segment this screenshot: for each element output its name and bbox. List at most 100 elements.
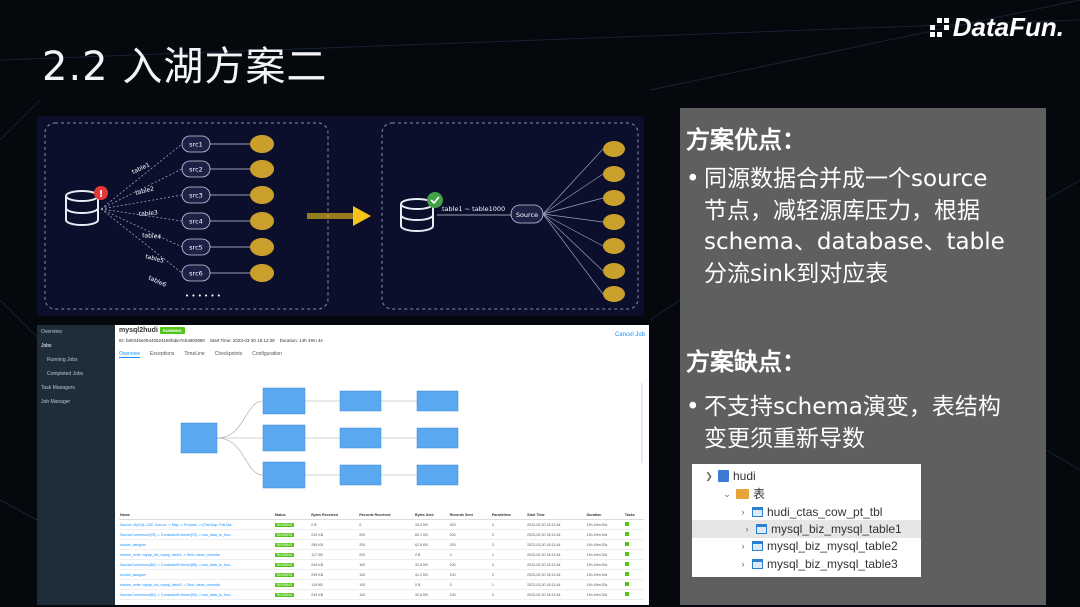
svg-text:src2: src2 [189,166,203,174]
table-cell: 0 B [414,579,449,590]
table-row[interactable]: SourceConversion[83] -> ConstraintEnforc… [119,559,644,570]
table-row[interactable]: SourceConversion[78] -> ConstraintEnforc… [119,529,644,540]
chevron-right-icon[interactable]: › [741,541,745,551]
table-header-cell[interactable]: Bytes Sent [414,511,449,520]
table-row[interactable]: Source: MySQL CDC Source -> Map -> Proce… [119,519,644,530]
tree-table-item[interactable]: › mysql_biz_mysql_table2 [738,537,898,555]
chevron-right-icon[interactable]: › [741,507,745,517]
table-cell: 1 [490,579,527,590]
graph-node[interactable] [416,390,459,412]
flink-main: mysql2hudi RUNNING ID: b8034be0944052418… [115,325,649,605]
graph-node[interactable] [262,387,306,415]
table-cell: 2023-03-30 18:12:44 [526,559,586,570]
bullet-dot: • [686,166,700,192]
tab-timeline[interactable]: TimeLine [184,351,205,357]
vertex-name-link[interactable]: bucket_assigner [119,539,274,550]
tab-exceptions[interactable]: Exceptions [149,351,175,357]
cancel-job-button[interactable]: Cancel Job [614,332,645,338]
table-row[interactable]: SourceConversion[89] -> ConstraintEnforc… [119,589,644,600]
tree-table-item[interactable]: › mysql_biz_mysql_table3 [738,555,898,573]
vertex-name-link[interactable]: Source: MySQL CDC Source -> Map -> Proce… [119,519,274,530]
graph-node[interactable] [339,464,382,486]
table-cell: 14h 49m 52s [585,559,624,570]
chevron-right-icon[interactable]: › [745,524,749,534]
table-row[interactable]: stream_write: mysql_biz_mysql_table2 -> … [119,579,644,590]
table-cell: 244 KB [310,559,359,570]
table-cell: 200 [448,529,491,540]
tree-folder-tables[interactable]: ⌄ 表 [723,487,766,501]
tab-checkpoints[interactable]: Checkpoints [214,351,243,357]
chevron-right-icon[interactable]: ❯ [705,471,713,481]
table-header-cell[interactable]: Duration [585,511,624,520]
task-status-icon [624,552,629,556]
pros-line: schema、database、table [704,229,1005,255]
table-header-cell[interactable]: Bytes Received [310,511,359,520]
flink-nav-task-managers[interactable]: Task Managers [41,385,75,391]
ok-check-icon [427,192,443,208]
flink-nav-running-jobs[interactable]: Running Jobs [47,357,78,363]
source-edge [100,143,183,210]
edge-label: table6 [147,274,167,288]
source-edge [100,208,183,248]
tree-db-hudi[interactable]: ❯ hudi [705,469,756,483]
fan-edge [542,148,604,215]
flink-tabs: Overview Exceptions TimeLine Checkpoints… [119,351,282,358]
svg-text:src5: src5 [189,244,203,252]
table-header-cell[interactable]: Tasks [623,511,644,520]
graph-node[interactable] [262,461,306,489]
vertex-name-link[interactable]: stream_write: mysql_biz_mysql_table2 -> … [119,579,274,590]
table-header-cell[interactable]: Name [119,511,274,520]
vertex-name-link[interactable]: SourceConversion[78] -> ConstraintEnforc… [119,529,274,540]
sink-node [250,186,274,204]
fan-edge [542,213,604,247]
table-cell: 3 [490,529,527,540]
table-header-cell[interactable]: Records Sent [448,511,491,520]
fan-edge [542,197,604,215]
pros-line: 分流sink到对应表 [704,260,889,287]
table-row[interactable]: stream_write: mysql_biz_mysql_table1 -> … [119,549,644,560]
table-cell: 2 [490,569,527,580]
source-node: Source [510,204,544,224]
graph-node[interactable] [339,390,382,412]
src-node: src3 [181,186,211,204]
flink-nav-completed-jobs[interactable]: Completed Jobs [47,371,84,377]
tree-table-item[interactable]: › hudi_ctas_cow_pt_tbl [738,503,883,521]
task-status-icon [624,562,629,566]
table-cell: 100 [448,559,491,570]
more-sources: • • • • • • [185,292,221,300]
table-header-cell[interactable]: Start Time [526,511,586,520]
flink-nav-overview[interactable]: Overview [41,329,62,335]
tree-table-item-selected[interactable]: › mysql_biz_mysql_table1 [692,520,921,538]
status-badge: RUNNING [274,542,295,547]
sink-node [250,264,274,282]
table-header-cell[interactable]: Records Received [358,511,415,520]
table-cell: 3 [490,589,527,600]
vertex-name-link[interactable]: SourceConversion[83] -> ConstraintEnforc… [119,559,274,570]
table-cell: 14h 49m 52s [585,529,624,540]
table-icon [756,524,767,534]
sink-node [603,190,625,206]
graph-node[interactable] [416,464,459,486]
chevron-right-icon[interactable]: › [741,559,745,569]
graph-node[interactable] [262,424,306,452]
vertex-name-link[interactable]: bucket_assigner [119,569,274,580]
vertex-name-link[interactable]: stream_write: mysql_biz_mysql_table1 -> … [119,549,274,560]
flink-nav-job-manager[interactable]: Job Manager [41,399,71,405]
graph-node[interactable] [339,427,382,449]
database-icon [718,470,729,482]
table-header-cell[interactable]: Parallelism [490,511,527,520]
bullet-dot: • [686,394,700,420]
tab-configuration[interactable]: Configuration [252,351,282,357]
chevron-down-icon[interactable]: ⌄ [723,489,731,499]
tab-overview[interactable]: Overview [119,351,140,358]
status-badge: RUNNING [274,522,295,527]
flink-nav-jobs[interactable]: Jobs [41,343,52,349]
graph-source-node[interactable] [180,422,218,454]
sink-node [603,214,625,230]
vertex-name-link[interactable]: SourceConversion[89] -> ConstraintEnforc… [119,589,274,600]
graph-node[interactable] [416,427,459,449]
table-header-cell[interactable]: Status [273,511,311,520]
